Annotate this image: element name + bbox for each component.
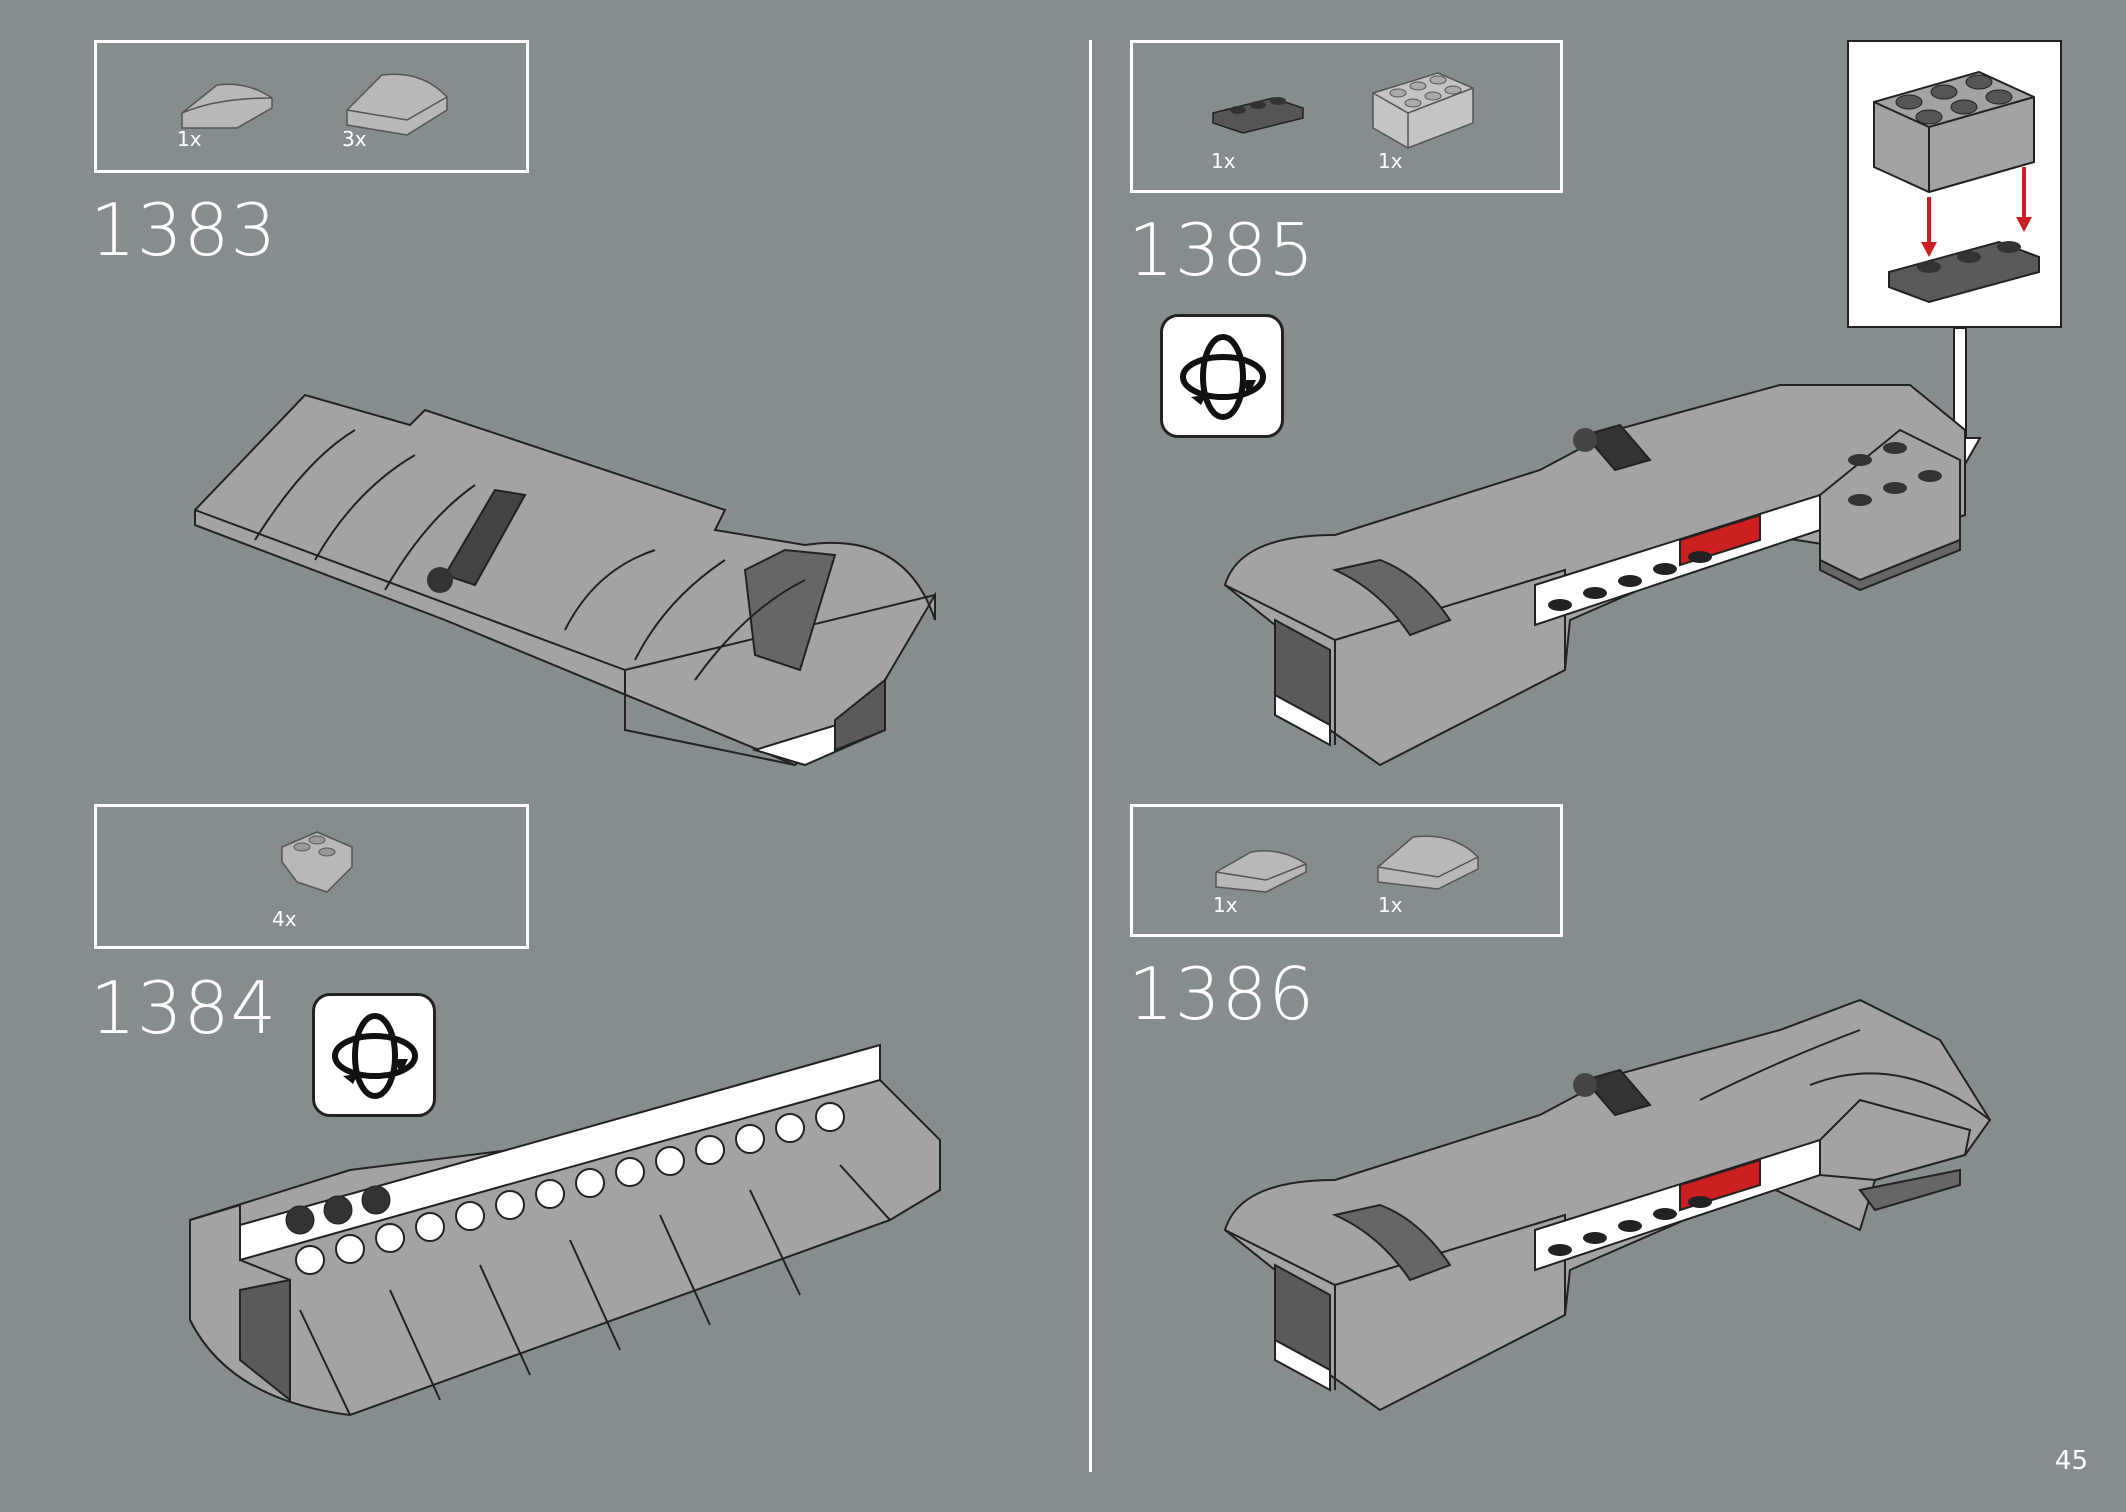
part-qty: 1x xyxy=(1378,149,1403,173)
model-illustration-1386 xyxy=(1223,998,1992,1412)
rotate-model-icon xyxy=(1160,314,1284,438)
plate-part-icon xyxy=(1212,97,1304,134)
part-qty: 4x xyxy=(272,907,297,931)
curved-slope-part-icon xyxy=(181,83,273,129)
curved-slope-part-icon xyxy=(346,73,448,136)
curved-slope-part-icon xyxy=(1215,850,1307,893)
parts-list-1386: 1x 1x xyxy=(1130,804,1563,937)
sub-assembly-callout xyxy=(1847,40,2062,328)
part-qty: 3x xyxy=(342,127,367,151)
parts-list-1383: 1x 3x xyxy=(94,40,529,173)
part-qty: 1x xyxy=(1378,893,1403,917)
step-number: 1384 xyxy=(90,966,278,1050)
parts-list-1385: 1x 1x xyxy=(1130,40,1563,193)
inverted-slope-part-icon xyxy=(281,831,353,893)
page-divider xyxy=(1089,40,1092,1472)
model-illustration-1385 xyxy=(1223,384,1966,767)
model-illustration-1384 xyxy=(189,1043,941,1417)
step-number: 1383 xyxy=(90,188,278,272)
step-number: 1385 xyxy=(1128,208,1316,292)
model-illustration-1383 xyxy=(194,393,936,767)
part-qty: 1x xyxy=(177,127,202,151)
part-qty: 1x xyxy=(1211,149,1236,173)
rotate-model-icon xyxy=(312,993,436,1117)
curved-slope-part-icon xyxy=(1377,835,1479,890)
step-number: 1386 xyxy=(1128,952,1316,1036)
page-number: 45 xyxy=(2054,1446,2088,1476)
part-qty: 1x xyxy=(1213,893,1238,917)
parts-list-1384: 4x xyxy=(94,804,529,949)
brick-part-icon xyxy=(1372,72,1474,149)
